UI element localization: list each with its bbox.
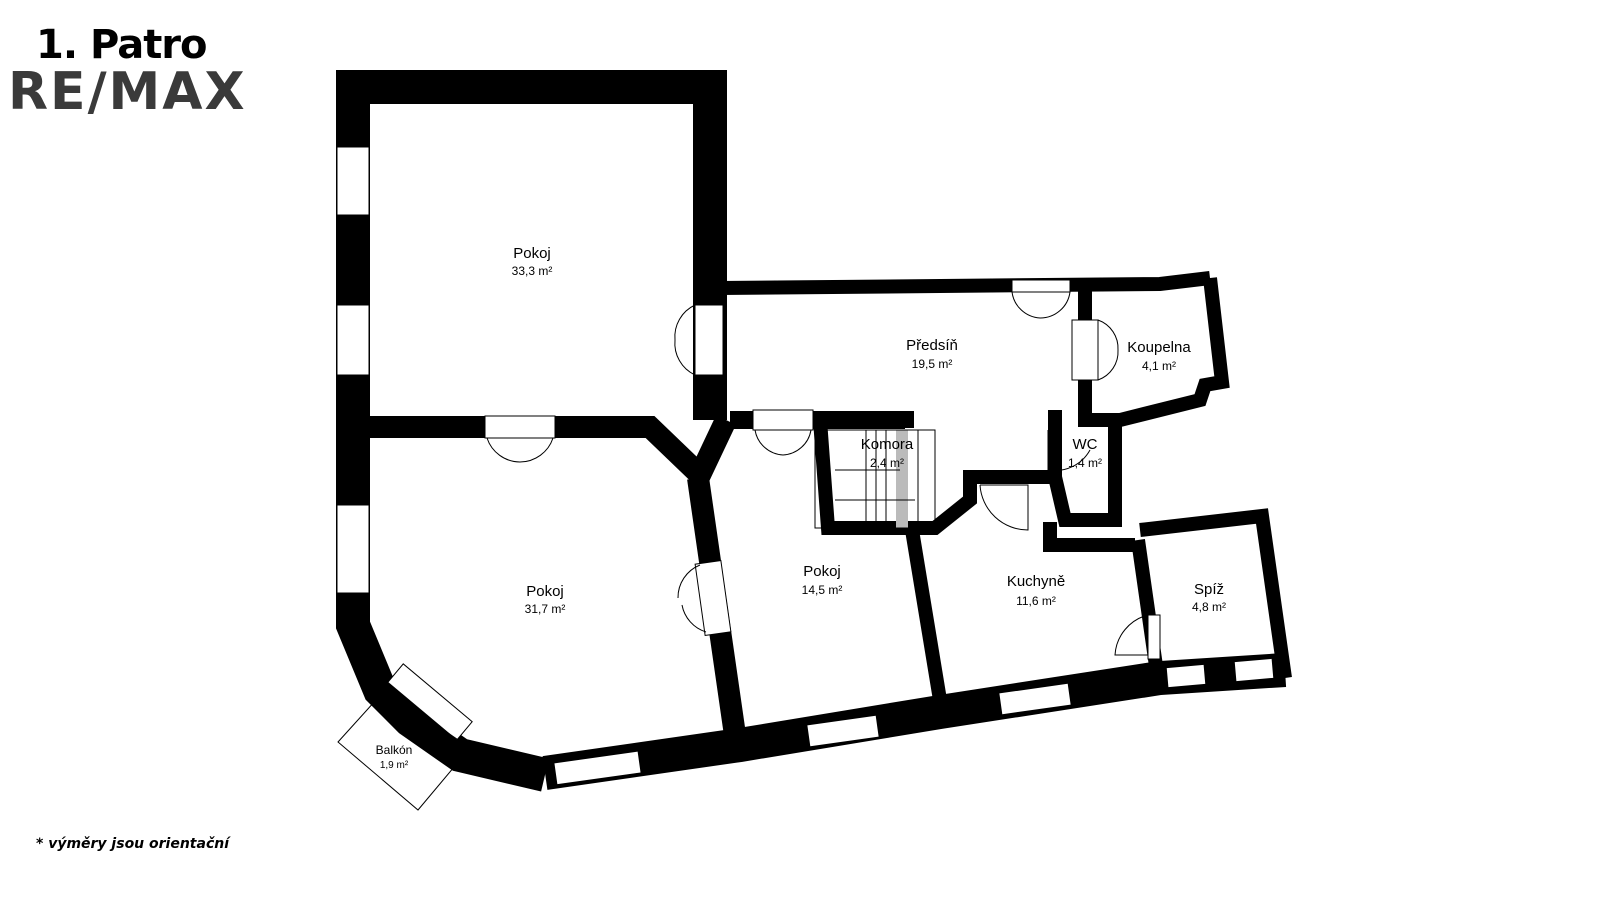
stairs bbox=[814, 429, 936, 529]
svg-text:Balkón: Balkón bbox=[376, 743, 413, 757]
room-komora: Komora 2,4 m² bbox=[861, 436, 914, 470]
svg-text:14,5 m²: 14,5 m² bbox=[802, 583, 843, 597]
svg-text:Komora: Komora bbox=[861, 436, 914, 453]
svg-text:Pokoj: Pokoj bbox=[526, 583, 564, 600]
svg-text:Pokoj: Pokoj bbox=[803, 563, 841, 580]
svg-text:Spíž: Spíž bbox=[1194, 581, 1224, 598]
svg-text:4,8 m²: 4,8 m² bbox=[1192, 600, 1226, 614]
svg-text:Předsíň: Předsíň bbox=[906, 337, 958, 354]
svg-text:Pokoj: Pokoj bbox=[513, 245, 551, 262]
svg-text:Kuchyně: Kuchyně bbox=[1007, 573, 1065, 590]
svg-text:WC: WC bbox=[1073, 436, 1098, 453]
room-pokoj-2: Pokoj 31,7 m² bbox=[525, 583, 566, 616]
windows bbox=[336, 146, 1275, 786]
room-spiz: Spíž 4,8 m² bbox=[1192, 581, 1226, 614]
room-pokoj-1: Pokoj 33,3 m² bbox=[512, 245, 553, 278]
room-balkon: Balkón 1,9 m² bbox=[376, 743, 413, 771]
svg-text:2,4 m²: 2,4 m² bbox=[870, 456, 904, 470]
doors bbox=[337, 279, 1161, 811]
svg-text:4,1 m²: 4,1 m² bbox=[1142, 359, 1176, 373]
room-kuchyne: Kuchyně 11,6 m² bbox=[1007, 573, 1065, 608]
svg-text:Koupelna: Koupelna bbox=[1127, 339, 1191, 356]
svg-text:33,3 m²: 33,3 m² bbox=[512, 264, 553, 278]
footnote: * výměry jsou orientační bbox=[36, 836, 230, 852]
remax-logo: RE/MAX bbox=[8, 62, 247, 122]
room-predsin: Předsíň 19,5 m² bbox=[906, 337, 958, 371]
svg-text:1,9 m²: 1,9 m² bbox=[380, 760, 409, 771]
svg-text:19,5 m²: 19,5 m² bbox=[912, 357, 953, 371]
room-pokoj-3: Pokoj 14,5 m² bbox=[802, 563, 843, 597]
svg-text:1,4 m²: 1,4 m² bbox=[1068, 456, 1102, 470]
walls bbox=[336, 70, 1292, 792]
room-koupelna: Koupelna 4,1 m² bbox=[1127, 339, 1191, 373]
svg-text:31,7 m²: 31,7 m² bbox=[525, 602, 566, 616]
room-wc: WC 1,4 m² bbox=[1068, 436, 1102, 470]
floor-title: 1. Patro bbox=[36, 22, 208, 68]
svg-text:11,6 m²: 11,6 m² bbox=[1016, 594, 1056, 608]
room-labels: Pokoj 33,3 m² Předsíň 19,5 m² Koupelna 4,1 … bbox=[376, 245, 1226, 771]
